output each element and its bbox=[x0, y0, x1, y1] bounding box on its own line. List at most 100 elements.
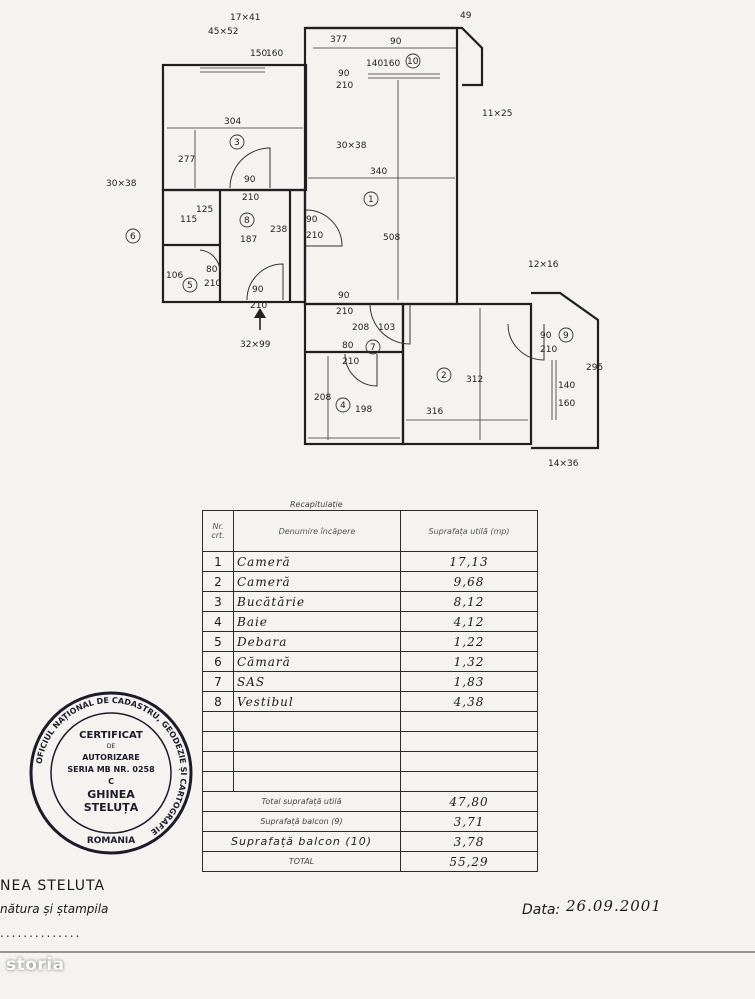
dim-label: 160 bbox=[266, 49, 283, 59]
door-width: 80 bbox=[342, 341, 354, 351]
header-area: Suprafața utilă (mp) bbox=[400, 510, 538, 552]
balcony-10-ref: (10) bbox=[345, 835, 372, 848]
empty-row bbox=[202, 711, 538, 732]
recap-table: Nr. crt. Denumire încăpere Suprafața uti… bbox=[202, 510, 538, 872]
dim-label: 187 bbox=[240, 235, 257, 245]
bottom-rule bbox=[0, 951, 755, 953]
dim-label: 14×36 bbox=[548, 459, 579, 469]
recap-title: Recapitulație bbox=[290, 500, 343, 509]
dim-label: 198 bbox=[355, 405, 372, 415]
dim-label: 160 bbox=[383, 59, 400, 69]
row-name: Cameră bbox=[233, 571, 401, 592]
total-label: TOTAL bbox=[202, 851, 401, 872]
row-nr: 1 bbox=[202, 551, 234, 572]
dim-label: 49 bbox=[460, 11, 472, 21]
dim-label: 30×38 bbox=[336, 141, 367, 151]
row-area: 9,68 bbox=[400, 571, 538, 592]
dim-label: 90 bbox=[390, 37, 402, 47]
row-name: Debara bbox=[233, 631, 401, 652]
dim-label: 304 bbox=[224, 117, 241, 127]
row-name: Bucătărie bbox=[233, 591, 401, 612]
date-label: Data: bbox=[522, 902, 561, 918]
floor-plan: 1 2 3 4 5 6 7 8 9 10 49 17×41 45×52 150 … bbox=[106, 11, 603, 469]
door-width: 90 bbox=[306, 215, 318, 225]
balcony-9-value: 3,71 bbox=[400, 811, 538, 832]
dim-label: 316 bbox=[426, 407, 443, 417]
row-nr: 5 bbox=[202, 631, 234, 652]
plan-doors bbox=[199, 147, 545, 387]
dim-label: 277 bbox=[178, 155, 195, 165]
cadastre-stamp: OFICIUL NAȚIONAL DE CADASTRU, GEODEZIE Ș… bbox=[29, 691, 193, 855]
row-nr: 4 bbox=[202, 611, 234, 632]
dim-label: 238 bbox=[270, 225, 287, 235]
date-value: 26.09.2001 bbox=[566, 897, 662, 915]
signature-label: nătura și ștampila bbox=[0, 902, 109, 916]
row-area: 4,38 bbox=[400, 691, 538, 712]
dim-label: 160 bbox=[558, 399, 575, 409]
storia-logo[interactable]: storia bbox=[6, 955, 65, 975]
total-useful-value: 47,80 bbox=[400, 791, 538, 812]
dim-label: 115 bbox=[180, 215, 197, 225]
balcony-10-value: 3,78 bbox=[400, 831, 538, 852]
door-height: 210 bbox=[342, 357, 359, 367]
stamp-name2: STELUȚA bbox=[84, 801, 139, 814]
balcony-9-ref: (9) bbox=[331, 817, 343, 826]
recap-header-row: Nr. crt. Denumire încăpere Suprafața uti… bbox=[202, 510, 538, 552]
balcony-10-row: Suprafață balcon (10) 3,78 bbox=[202, 831, 538, 852]
row-name: Baie bbox=[233, 611, 401, 632]
stamp-seria: SERIA MB NR. 0258 bbox=[67, 765, 155, 774]
dim-label: 30×38 bbox=[106, 179, 137, 189]
header-nr: Nr. crt. bbox=[202, 510, 234, 552]
empty-row bbox=[202, 771, 538, 792]
door-width: 90 bbox=[540, 331, 552, 341]
room-8-number: 8 bbox=[244, 216, 250, 226]
row-name: Vestibul bbox=[233, 691, 401, 712]
door-height: 210 bbox=[540, 345, 557, 355]
row-nr: 6 bbox=[202, 651, 234, 672]
room-5-number: 5 bbox=[187, 281, 193, 291]
dim-label: 295 bbox=[586, 363, 603, 373]
dim-label: 312 bbox=[466, 375, 483, 385]
balcony-10-label: Suprafață balcon (10) bbox=[202, 831, 401, 852]
total-value: 55,29 bbox=[400, 851, 538, 872]
room-1-number: 1 bbox=[368, 195, 374, 205]
room-7-number: 7 bbox=[370, 343, 376, 353]
row-name: SAS bbox=[233, 671, 401, 692]
door-height: 210 bbox=[250, 301, 267, 311]
door-height: 210 bbox=[306, 231, 323, 241]
room-2-number: 2 bbox=[441, 371, 447, 381]
dim-label: 106 bbox=[166, 271, 183, 281]
dim-label: 140 bbox=[366, 59, 383, 69]
door-height: 210 bbox=[204, 279, 221, 289]
stamp-country: ROMANIA bbox=[87, 836, 135, 846]
room-10-number: 10 bbox=[407, 57, 419, 67]
row-nr: 8 bbox=[202, 691, 234, 712]
plan-dimension-lines bbox=[167, 47, 528, 440]
row-name: Cameră bbox=[233, 551, 401, 572]
dim-label: 17×41 bbox=[230, 13, 260, 23]
balcony-9-row: Suprafață balcon (9) 3,71 bbox=[202, 811, 538, 832]
total-useful-row: Total suprafață utilă 47,80 bbox=[202, 791, 538, 812]
door-height: 210 bbox=[336, 307, 353, 317]
stamp-class: C bbox=[108, 777, 114, 786]
surveyor-name: NEA STELUTA bbox=[0, 878, 106, 894]
row-area: 17,13 bbox=[400, 551, 538, 572]
row-area: 4,12 bbox=[400, 611, 538, 632]
room-4-number: 4 bbox=[340, 401, 346, 411]
entrance-arrow-icon bbox=[254, 308, 266, 330]
row-nr: 2 bbox=[202, 571, 234, 592]
dim-label: 32×99 bbox=[240, 340, 271, 350]
signature-line: .............. bbox=[0, 926, 82, 940]
row-area: 8,12 bbox=[400, 591, 538, 612]
room-9-number: 9 bbox=[563, 331, 569, 341]
door-width: 80 bbox=[206, 265, 218, 275]
dim-label: 150 bbox=[250, 49, 267, 59]
